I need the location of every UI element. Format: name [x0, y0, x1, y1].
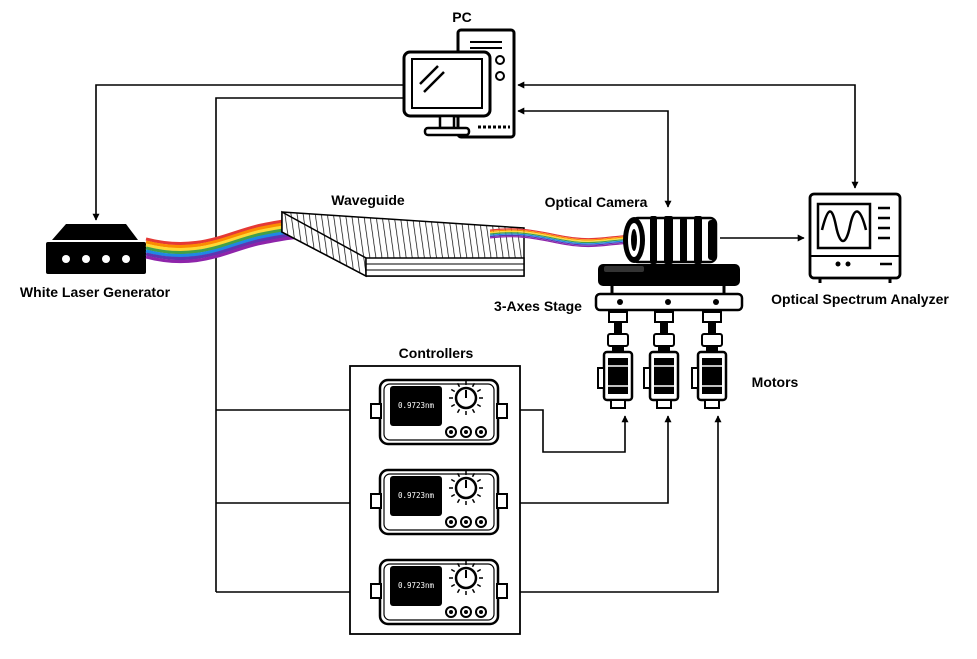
motor-icon — [643, 311, 680, 409]
controller-button[interactable] — [445, 516, 457, 528]
motors-group — [597, 311, 728, 409]
controller-button[interactable] — [475, 426, 487, 438]
optical-camera-label: Optical Camera — [545, 194, 648, 210]
oscilloscope-icon — [808, 192, 902, 283]
knob-icon[interactable] — [449, 561, 483, 595]
controller-display-readout: 0.9723nm — [398, 401, 435, 410]
controllers-group: 0.9723nm 0.9723nm 0.9723nm — [370, 378, 508, 626]
controllers-label: Controllers — [399, 345, 474, 361]
controller-button[interactable] — [460, 516, 472, 528]
desktop-pc-icon — [402, 28, 516, 139]
lcd-screen — [390, 566, 442, 606]
motor-icon — [691, 311, 728, 409]
controller-button[interactable] — [475, 516, 487, 528]
controller-display-readout: 0.9723nm — [398, 491, 435, 500]
lcd-screen — [390, 476, 442, 516]
laser-generator-icon — [46, 224, 146, 274]
lcd-screen — [390, 386, 442, 426]
controller-button[interactable] — [445, 426, 457, 438]
motors-label: Motors — [752, 374, 799, 390]
stage-icon — [594, 264, 744, 312]
motor-icon — [597, 311, 634, 409]
knob-icon[interactable] — [449, 471, 483, 505]
controller-button[interactable] — [475, 606, 487, 618]
camera-lens-icon — [623, 216, 718, 264]
waveguide-label: Waveguide — [331, 192, 405, 208]
pc-label: PC — [452, 9, 471, 25]
controller-icon: 0.9723nm — [370, 378, 508, 446]
controller-display-readout: 0.9723nm — [398, 581, 435, 590]
controller-icon: 0.9723nm — [370, 558, 508, 626]
optical-spectrum-analyzer-label: Optical Spectrum Analyzer — [771, 291, 949, 307]
knob-icon[interactable] — [449, 381, 483, 415]
controller-icon: 0.9723nm — [370, 468, 508, 536]
three-axes-stage-label: 3-Axes Stage — [494, 298, 582, 314]
waveguide-icon — [281, 210, 525, 278]
connection-lines — [92, 81, 859, 596]
controller-button[interactable] — [460, 426, 472, 438]
controller-button[interactable] — [460, 606, 472, 618]
controller-button[interactable] — [445, 606, 457, 618]
white-laser-generator-label: White Laser Generator — [20, 284, 171, 300]
